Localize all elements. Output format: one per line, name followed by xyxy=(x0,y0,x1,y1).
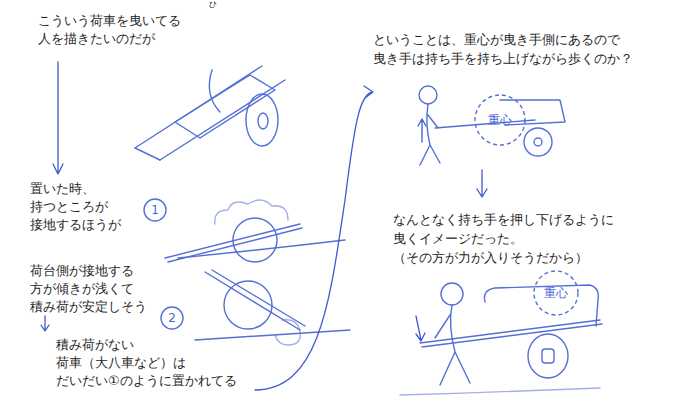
cart-bed xyxy=(175,75,275,138)
cargo-outline xyxy=(275,320,300,345)
cart-wheel-hub xyxy=(542,349,554,363)
lift-arrow xyxy=(418,119,426,142)
note-text: 置いた時、 持つところが 接地するほうが xyxy=(30,180,140,234)
node-text: 1 xyxy=(151,203,159,217)
cart-wheel-hub xyxy=(534,138,542,146)
note-text: ということは、重心が曳き手側にあるので 曳き手は持ち手を持ち上げながら歩くのか？ xyxy=(373,30,668,68)
cart-wheel xyxy=(528,334,568,378)
circled-number: 2 xyxy=(160,306,184,330)
center-of-gravity-marker: 重心 xyxy=(474,94,526,146)
cart-wheel xyxy=(524,128,552,156)
person-head xyxy=(419,86,437,104)
cart-wheel xyxy=(233,218,277,262)
cart-bed xyxy=(484,285,598,326)
ruby-text: ひ xyxy=(209,0,229,10)
note-text: なんとなく持ち手を押し下げるように 曳くイメージだった。 （その方が力が入りそう… xyxy=(393,210,648,267)
note-text: こういう荷車を曳いてる 人を描きたいのだが xyxy=(38,12,213,48)
note-text: 積み荷がない 荷車（大八車など）は だいだい①のように置かれてる xyxy=(56,336,261,390)
cart-shaft xyxy=(168,228,302,262)
cart-back-wheel xyxy=(209,70,220,112)
flow-arrow xyxy=(255,86,373,390)
node-outline-shape xyxy=(534,271,578,315)
person-head xyxy=(441,283,463,305)
cart-shaft xyxy=(212,270,305,326)
flow-arrow xyxy=(53,62,63,174)
circled-number: 1 xyxy=(143,198,167,222)
ground-line xyxy=(400,388,600,395)
center-of-gravity-marker: 重心 xyxy=(533,270,579,316)
cart-shaft xyxy=(205,272,300,330)
cart-shaft xyxy=(422,324,602,347)
cart-shaft xyxy=(420,320,600,343)
node-outline-shape xyxy=(144,199,166,221)
node-text: 重心 xyxy=(488,113,512,127)
cargo-outline xyxy=(215,200,288,224)
ground-line xyxy=(195,330,350,340)
cart-handle xyxy=(135,148,160,160)
push-down-arrow xyxy=(416,316,425,341)
person-body xyxy=(420,104,440,165)
flow-arrow xyxy=(477,170,487,197)
cart-wheel xyxy=(246,94,278,146)
flow-arrow xyxy=(41,316,49,331)
cart-wheel xyxy=(224,281,272,329)
cart-wheel-hub xyxy=(258,113,268,129)
node-outline-shape xyxy=(475,95,525,145)
node-text: 重心 xyxy=(544,286,568,300)
note-text: 荷台側が接地する 方が傾きが浅くて 積み荷が安定しそう xyxy=(30,262,165,316)
node-outline-shape xyxy=(161,307,183,329)
node-text: 2 xyxy=(168,311,176,325)
